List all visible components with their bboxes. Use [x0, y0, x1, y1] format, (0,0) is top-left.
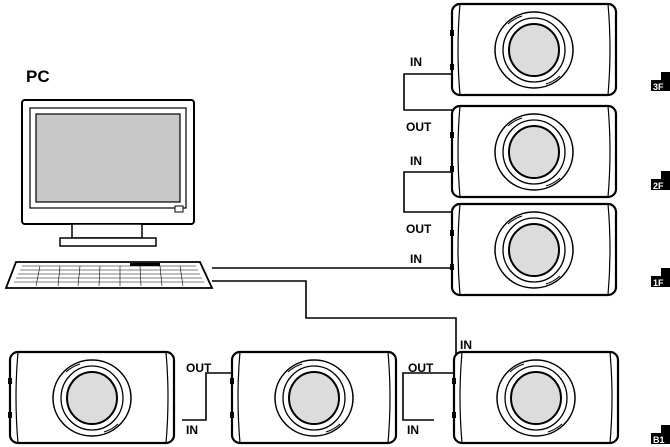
projector-3f — [448, 2, 618, 97]
port-label-out-b1-right: OUT — [408, 361, 434, 375]
floor-badge-1f: 1F — [651, 268, 670, 288]
floor-badge-3f: 3F — [651, 72, 670, 92]
port-label-in-b1-right: IN — [460, 338, 472, 352]
floor-badge-b1: B1 — [651, 425, 670, 445]
port-label-out-b1-middle: OUT — [186, 361, 212, 375]
pc-label: PC — [26, 67, 50, 86]
port-label-out-2f: OUT — [406, 120, 432, 134]
connection-lines — [182, 73, 457, 421]
computer — [4, 99, 214, 289]
svg-text:2F: 2F — [653, 181, 664, 191]
port-label-in-1f: IN — [410, 252, 422, 266]
port-label-in-b1-left: IN — [186, 423, 198, 437]
svg-text:1F: 1F — [653, 278, 664, 288]
port-label-in-2f: IN — [410, 154, 422, 168]
projector-b1-middle — [228, 350, 398, 445]
port-label-out-1f: OUT — [406, 222, 432, 236]
port-label-in-b1-middle: IN — [407, 423, 419, 437]
svg-text:B1: B1 — [653, 435, 665, 445]
svg-text:3F: 3F — [653, 82, 664, 92]
projector-b1-left — [6, 350, 176, 445]
floor-badge-2f: 2F — [651, 171, 670, 191]
projector-2f — [448, 104, 618, 199]
projector-1f — [448, 202, 618, 297]
projector-b1-right — [450, 350, 620, 445]
port-labels: IN OUT IN OUT IN IN OUT OUT IN IN — [186, 55, 472, 437]
port-label-in-3f: IN — [410, 55, 422, 69]
